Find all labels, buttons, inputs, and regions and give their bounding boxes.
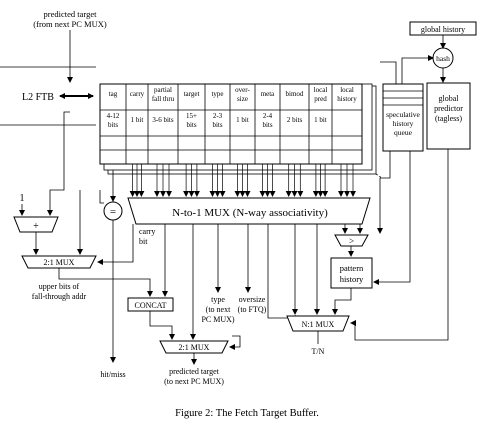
table-header-cell: carry xyxy=(130,90,145,98)
table-header-cell: bimod xyxy=(286,90,304,98)
table-header-cell: local xyxy=(314,86,328,94)
n-to-1-mux-label: N-to-1 MUX (N-way associativity) xyxy=(172,207,328,219)
pattern-history-box xyxy=(330,257,373,289)
l2-ftb-label: L2 FTB xyxy=(22,92,54,103)
table-header-cell: local xyxy=(340,86,354,94)
table-header-cell: over- xyxy=(235,86,250,94)
pattern-history-label-2: history xyxy=(340,274,364,284)
table-size-cell: 2-4 xyxy=(263,112,273,120)
table-size-cell: bits xyxy=(108,121,118,129)
table-header-cell: pred xyxy=(314,95,327,103)
carry-bit-label-2: bit xyxy=(139,237,148,246)
table-header-cell: partial xyxy=(154,86,172,94)
table-output-arrows xyxy=(129,164,356,197)
table-size-cell: 1 bit xyxy=(236,116,249,124)
table-size-cell: 15+ xyxy=(186,112,197,120)
figure-caption: Figure 2: The Fetch Target Buffer. xyxy=(175,408,319,419)
global-predictor-box xyxy=(426,82,471,150)
table-size-cell: 3-6 bits xyxy=(152,116,173,124)
mux-2to1-lower xyxy=(159,340,229,354)
compare-label: > xyxy=(349,236,354,246)
mux-2to1-lower-label: 2:1 MUX xyxy=(179,343,210,352)
table-header-cell: type xyxy=(211,90,223,98)
spec-queue-label-2: history xyxy=(393,119,414,128)
table-header-cell: meta xyxy=(261,90,275,98)
adder-plus: + xyxy=(33,221,39,232)
adder xyxy=(13,216,59,233)
hash-label: hash xyxy=(436,54,450,63)
mux-2to1-upper xyxy=(21,255,97,269)
concat-label: CONCAT xyxy=(134,301,166,310)
table-header-cell: target xyxy=(184,90,200,98)
table-size-cell: 1 bit xyxy=(314,116,327,124)
predicted-target-bottom-label-2: (to next PC MUX) xyxy=(164,377,224,386)
speculative-history-queue xyxy=(382,83,424,152)
spec-queue-label-1: speculative xyxy=(386,110,420,119)
n-to-1-mux xyxy=(127,197,371,225)
global-history-label: global history xyxy=(421,25,465,34)
global-predictor-label-3: (tagless) xyxy=(435,114,462,123)
table-size-cell: 2-3 xyxy=(213,112,223,120)
tn-label: T/N xyxy=(312,347,325,356)
global-predictor-label-1: global xyxy=(439,94,460,103)
compare-mux xyxy=(334,234,369,247)
type-output-label-3: PC MUX) xyxy=(201,315,234,324)
global-predictor-label-2: predictor xyxy=(434,104,463,113)
table-header-cell: size xyxy=(237,95,248,103)
n-to-1-final-mux-label: N:1 MUX xyxy=(302,320,335,329)
table-size-cell: 2 bits xyxy=(287,116,303,124)
n-to-1-final-mux xyxy=(286,315,350,332)
oversize-output-label-2: (to FTQ) xyxy=(238,305,267,314)
one-label: 1 xyxy=(20,193,25,204)
upper-bits-label-1: upper bits of xyxy=(39,282,80,291)
predicted-target-bottom-label-1: predicted target xyxy=(169,367,220,376)
table-header-cell: fall thru xyxy=(152,95,175,103)
type-output-label-2: (to next xyxy=(206,305,231,314)
pattern-history-label-1: pattern xyxy=(340,263,364,273)
oversize-output-label-1: oversize xyxy=(239,295,266,304)
table-header-cell: tag xyxy=(109,90,118,98)
type-output-label-1: type xyxy=(211,295,225,304)
equals-label: = xyxy=(110,206,116,218)
predicted-target-top-label-1: predicted target xyxy=(44,9,98,19)
carry-bit-label-1: carry xyxy=(139,227,155,236)
table-header-cell: history xyxy=(337,95,357,103)
table-size-cell: bits xyxy=(262,121,272,129)
concat-box xyxy=(127,297,174,312)
table-size-cell: 4-12 xyxy=(107,112,120,120)
table-size-cell: bits xyxy=(186,121,196,129)
table-size-cell: bits xyxy=(212,121,222,129)
upper-bits-label-2: fall-through addr xyxy=(32,292,87,301)
table-size-cell: 1 bit xyxy=(131,116,144,124)
hit-miss-label: hit/miss xyxy=(100,370,125,379)
spec-queue-label-3: queue xyxy=(394,128,413,137)
mux-2to1-upper-label: 2:1 MUX xyxy=(44,258,75,267)
predicted-target-top-label-2: (from next PC MUX) xyxy=(33,19,107,29)
